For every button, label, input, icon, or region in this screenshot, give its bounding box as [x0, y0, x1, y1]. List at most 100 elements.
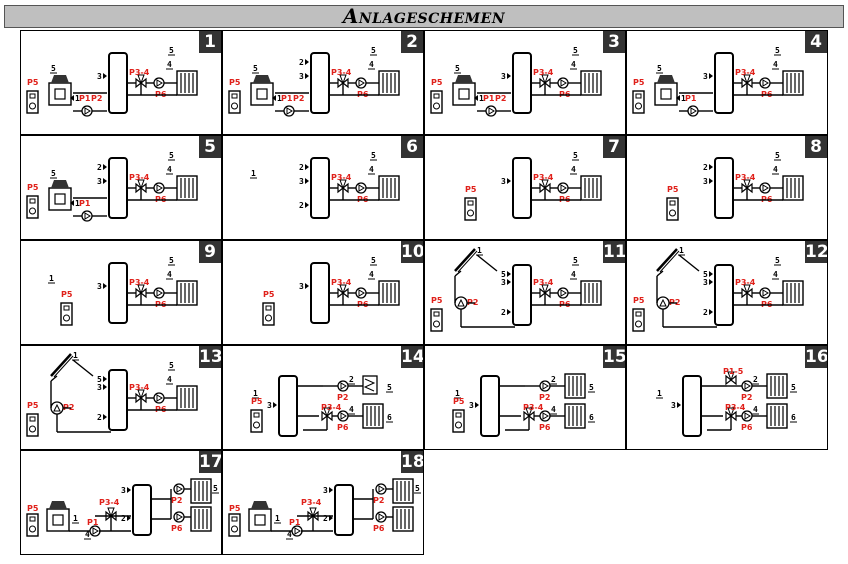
- sensor-icon: 1: [72, 351, 79, 361]
- pump-tag: P5: [431, 296, 443, 305]
- sensor-icon: 4: [570, 270, 577, 280]
- solar-pump-arrow-icon: [457, 298, 465, 307]
- controller-display: [29, 416, 36, 422]
- pump-arrow-icon: [176, 513, 183, 521]
- sensor-icon: 5: [572, 256, 579, 266]
- sensor-icon: 4: [166, 165, 173, 175]
- sensor-arrow-icon: [507, 279, 511, 285]
- pump-arrow-icon: [744, 382, 751, 390]
- sensor-icon: 5: [774, 151, 781, 161]
- sensor-number: 3: [469, 401, 474, 410]
- sensor-icon: 3: [501, 72, 511, 81]
- sensor-number: 4: [571, 165, 576, 174]
- sensor-icon: 1: [70, 94, 80, 103]
- sensor-icon: 1: [72, 514, 79, 524]
- scheme-diagram: 1P2P5325P3-4P645: [632, 246, 804, 332]
- boiler-door: [254, 514, 266, 526]
- radiator-body: [190, 478, 212, 504]
- scheme-cell-11[interactable]: 1P2P5325P3-4P64511: [424, 240, 626, 345]
- sensor-arrow-icon: [70, 95, 74, 101]
- sensor-number: 4: [167, 60, 172, 69]
- sensor-icon: 5: [370, 46, 377, 56]
- sensor-icon: 5: [790, 383, 797, 393]
- pump-tag: P5: [453, 397, 465, 406]
- scheme-drawing: 1P2P5325P3-4P645: [632, 246, 804, 332]
- scheme-cell-13[interactable]: 1P2P5325P3-4P64513: [20, 345, 222, 450]
- pump-icon: [687, 105, 699, 117]
- pump-arrow-icon: [542, 382, 549, 390]
- sensor-arrow-icon: [676, 95, 680, 101]
- pump-tag: P2: [495, 94, 506, 103]
- sensor-number: 3: [671, 401, 676, 410]
- scheme-number-badge: 7: [603, 136, 625, 158]
- mixing-valve-icon: [539, 179, 551, 194]
- sensor-arrow-icon: [507, 73, 511, 79]
- valve-actuator: [309, 507, 317, 518]
- scheme-diagram: 1P2P5325P3-4P645: [26, 351, 198, 437]
- sensor-icon: 3: [299, 72, 309, 81]
- pipe-line: [72, 359, 94, 377]
- sensor-number: 3: [323, 486, 328, 495]
- sensor-number: 5: [253, 64, 258, 73]
- sensor-icon: 2: [703, 308, 713, 317]
- pump-arrow-icon: [488, 107, 495, 115]
- controller-knob-icon: [253, 421, 260, 429]
- sensor-icon: 1: [656, 389, 663, 399]
- storage-tank: [310, 262, 330, 324]
- sensor-number: 1: [49, 274, 54, 283]
- sensor-icon: 5: [501, 270, 511, 279]
- scheme-cell-12[interactable]: 1P2P5325P3-4P64512: [626, 240, 828, 345]
- radiator-body: [766, 373, 788, 399]
- sensor-icon: 3: [703, 72, 713, 81]
- pump-tag: P1: [685, 94, 697, 103]
- pump-tag: P5: [633, 78, 645, 87]
- storage-tank: [512, 157, 532, 219]
- sensor-number: 2: [323, 514, 328, 523]
- sensor-number: 5: [169, 151, 174, 160]
- pump-tag: P5: [229, 78, 241, 87]
- pump-tag: P1: [483, 94, 495, 103]
- sensor-icon: 5: [212, 484, 219, 494]
- sensor-number: 3: [97, 282, 102, 291]
- radiator-icon: [392, 478, 414, 504]
- sensor-icon: 6: [588, 413, 595, 423]
- sensor-icon: 5: [50, 64, 57, 74]
- scheme-number-badge: 15: [603, 346, 626, 368]
- pump-arrow-icon: [294, 527, 301, 535]
- sensor-icon: 5: [168, 151, 175, 161]
- sensor-icon: 5: [370, 151, 377, 161]
- scheme-number-badge: 3: [603, 31, 625, 53]
- sensor-arrow-icon: [305, 178, 309, 184]
- controller-display: [635, 93, 642, 99]
- sensor-icon: 3: [671, 401, 681, 410]
- pump-tag: P5: [667, 185, 679, 194]
- sensor-number: 1: [253, 389, 258, 398]
- controller-body: [26, 513, 39, 537]
- pump-tag: P3-4: [735, 68, 756, 77]
- scheme-number-badge: 9: [199, 241, 221, 263]
- sensor-icon: 3: [97, 72, 107, 81]
- sensor-number: 1: [73, 514, 78, 523]
- sensor-icon: 5: [50, 169, 57, 179]
- sensor-icon: 3: [267, 401, 277, 410]
- storage-tank: [512, 264, 532, 326]
